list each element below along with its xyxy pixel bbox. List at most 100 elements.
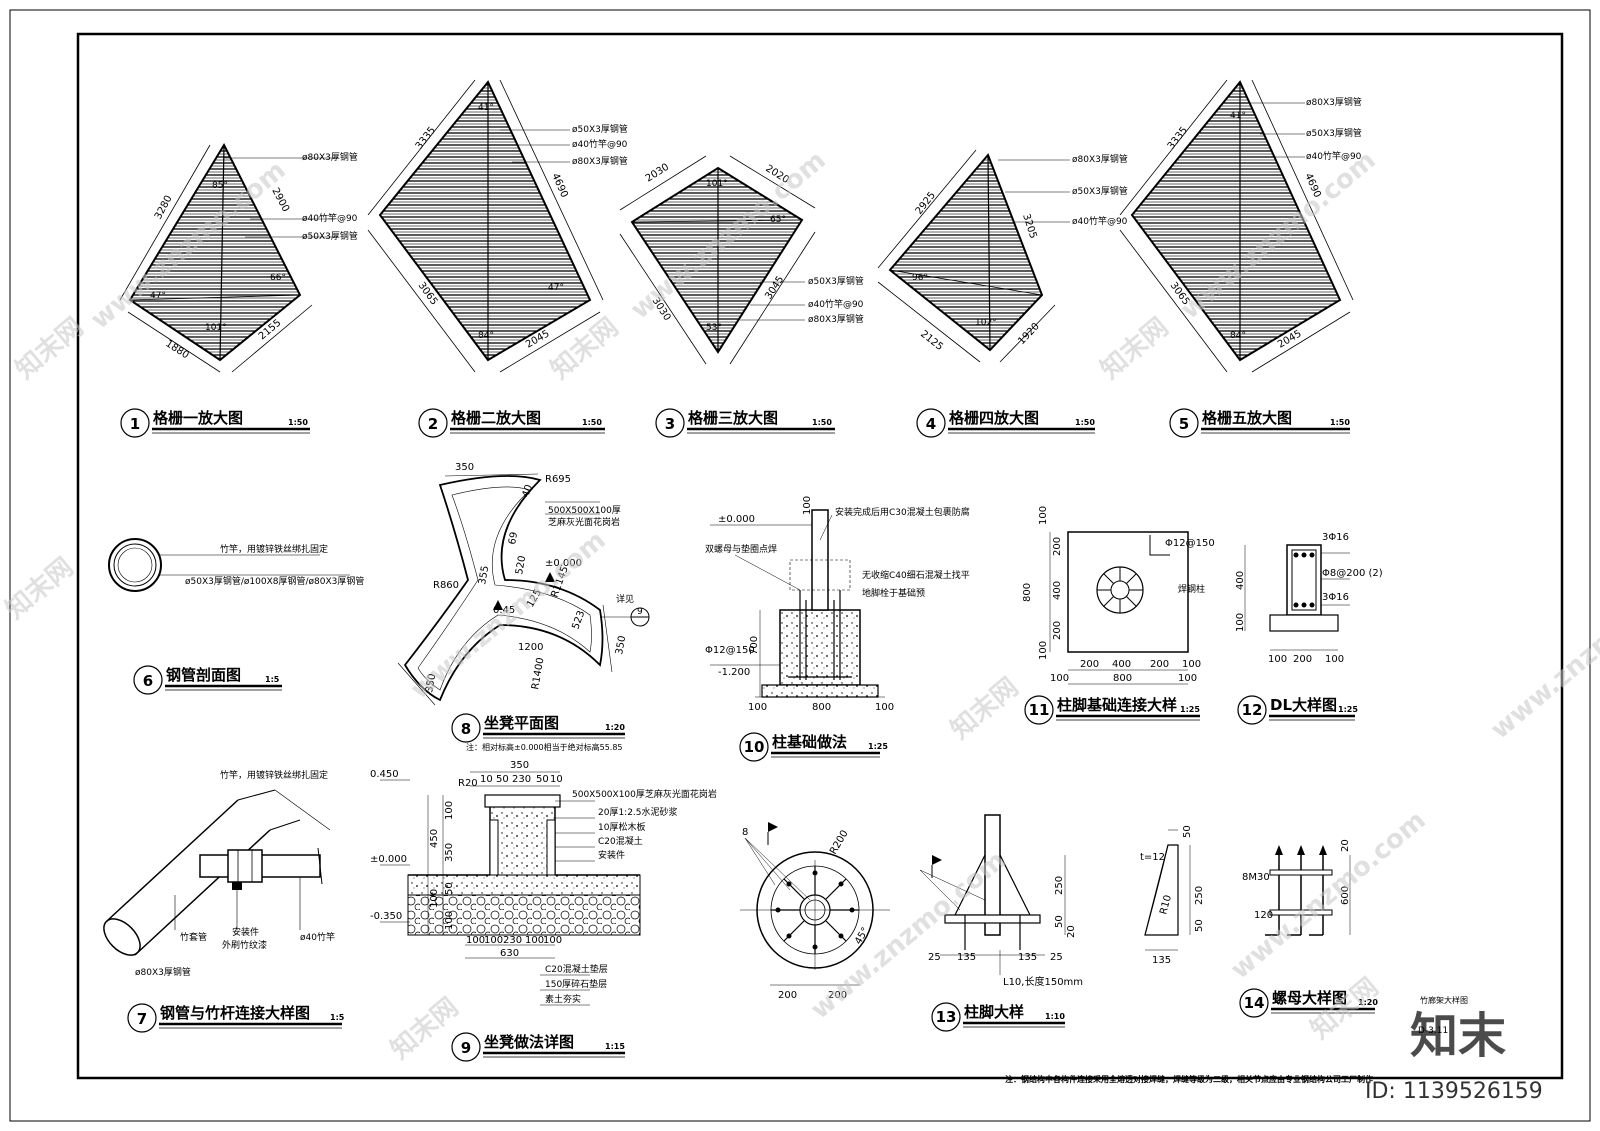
bench-section-bottom-dim-5: 100 — [543, 935, 562, 946]
base-plate-label-1: 8 — [742, 827, 748, 838]
title-4-scale: 1:50 — [1075, 418, 1095, 427]
g1-callout-3: ø50X3厚钢管 — [302, 230, 358, 242]
svg-text:10: 10 — [744, 738, 765, 756]
title-6-scale: 1:5 — [265, 675, 280, 684]
g4-callout-2: ø50X3厚钢管 — [1072, 185, 1128, 197]
bench-section-top-dim-4: 50 — [496, 774, 509, 785]
sheet-border-outer — [9, 9, 1591, 1122]
general-note: 注：钢结构中各构件连接采用全熔透对接焊缝，焊缝等级为二级，相关节点应由专业钢结构… — [1005, 1074, 1373, 1084]
bench-section-layer-top-4: C20混凝土 — [598, 835, 643, 847]
dl-dim-3: 100 — [1268, 654, 1287, 665]
title-14-text: 螺母大样图 — [1272, 989, 1347, 1007]
watermark-net-2: 知末网 — [545, 312, 624, 385]
bench-section-layer-bottom-1: C20混凝土垫层 — [545, 963, 608, 975]
svg-text:11: 11 — [1029, 701, 1050, 719]
bench-plan-dim-9: 520 — [514, 555, 528, 576]
title-11-text: 柱脚基础连接大样 — [1057, 696, 1177, 714]
g2-callout-3: ø80X3厚钢管 — [572, 155, 628, 167]
column-base-drawing: ±0.000 -1.200 Φ12@150 安装完成后用C30混凝土包裹防腐 双… — [705, 496, 970, 713]
svg-text:1: 1 — [130, 415, 140, 433]
title-2-text: 格栅二放大图 — [451, 409, 541, 427]
watermark-net-5: 知末网 — [945, 672, 1024, 745]
bench-section-left-dim-4: 100 — [429, 889, 440, 908]
base-plate-label-4: 200 — [778, 990, 797, 1001]
column-conn-label: 焊钢柱 — [1178, 583, 1205, 595]
svg-text:3: 3 — [665, 415, 675, 433]
svg-text:12: 12 — [1242, 701, 1263, 719]
g5-callout-3: ø40竹竿@90 — [1306, 150, 1362, 162]
g4-angle-a: 96° — [912, 273, 928, 283]
bench-section-bottom-dim-3: 230 — [503, 935, 522, 946]
nut-label-2: 8M30 — [1242, 872, 1270, 883]
column-conn-dim-3: 400 — [1052, 581, 1063, 600]
g1-angle-c: 101° — [205, 323, 227, 333]
bench-plan-dim-13: 0.45 — [493, 605, 515, 616]
dl-dim-5: 100 — [1325, 654, 1344, 665]
column-base-note-3: 无收缩C40细石混凝土找平 — [862, 569, 970, 581]
pipe-bamboo-label-3: 安装件 — [232, 926, 259, 938]
g1-callout-2: ø40竹竿@90 — [302, 212, 358, 224]
bench-plan-dim-14: 1200 — [518, 642, 543, 653]
title-2-scale: 1:50 — [582, 418, 602, 427]
watermark-net-4: 知末网 — [0, 552, 79, 625]
dl-dim-1: 400 — [1235, 571, 1246, 590]
bench-section-bottom-dim-1: 100 — [466, 935, 485, 946]
g1-angle-a: 85° — [212, 181, 228, 191]
bench-section-layer-top-2: 20厚1:2.5水泥砂浆 — [598, 806, 678, 818]
svg-text:4: 4 — [926, 415, 936, 433]
base-plate-label-5: 200 — [828, 990, 847, 1001]
column-conn-dim-6: 800 — [1022, 583, 1033, 602]
title-5-text: 格栅五放大图 — [1202, 409, 1292, 427]
column-foot-label-3: 20 — [1066, 925, 1077, 938]
title-1-text: 格栅一放大图 — [153, 409, 243, 427]
svg-text:5: 5 — [1179, 415, 1189, 433]
column-conn-dim-12: 800 — [1113, 673, 1132, 684]
dl-rebar-2: Φ8@200 (2) — [1322, 568, 1383, 579]
bench-plan-dim-7: 355 — [477, 565, 491, 586]
bench-plan-dim-10: ±0.000 — [545, 558, 582, 569]
dl-rebar-1: 3Φ16 — [1322, 532, 1349, 543]
svg-text:13: 13 — [936, 1008, 957, 1026]
title-1-scale: 1:50 — [288, 418, 308, 427]
bench-plan-dim-3: 40 — [520, 483, 535, 499]
bench-section-layer-top-5: 安装件 — [598, 849, 625, 861]
bench-section-bottom-dim-2: 100 — [484, 935, 503, 946]
title-13-text: 柱脚大样 — [964, 1003, 1024, 1021]
grille-4-drawing: 2925 3205 2125 1920 96° 102° ø80X3厚钢管 ø5… — [877, 149, 1128, 363]
g2-dim-b: 4690 — [549, 172, 569, 200]
g3-callout-3: ø80X3厚钢管 — [808, 313, 864, 325]
title-9: 9 坐凳做法详图 1:15 — [451, 1032, 625, 1062]
title-3: 3 格栅三放大图 1:50 — [655, 408, 835, 438]
dl-rebar-3: 3Φ16 — [1322, 592, 1349, 603]
stiffener-label-1: 50 — [1182, 825, 1193, 838]
g4-dim-b: 3205 — [1020, 213, 1038, 241]
pipe-section-note: 竹竿，用镀锌铁丝绑扎固定 — [220, 543, 328, 555]
column-foot-label-8: L10,长度150mm — [1003, 975, 1083, 988]
bench-plan-dim-1: 350 — [455, 462, 474, 473]
g4-callout-3: ø40竹竿@90 — [1072, 215, 1128, 227]
title-12-scale: 1:25 — [1338, 705, 1358, 714]
bench-section-layer-top-1: 500X500X100厚芝麻灰光面花岗岩 — [572, 788, 717, 800]
bench-plan-dim-4: 500X500X100厚 — [548, 505, 621, 516]
column-conn-dim-7: 200 — [1080, 659, 1099, 670]
stiffener-label-2: t=12 — [1140, 852, 1165, 863]
grille-3-drawing: 2030 2020 3030 3045 101° 65° 53° ø50X3厚钢… — [619, 155, 864, 365]
stiffener-drawing: 50 t=12 250 R10 50 135 — [1140, 825, 1205, 966]
title-9-scale: 1:15 — [605, 1042, 625, 1051]
column-base-dim-4: 800 — [812, 702, 831, 713]
pipe-bamboo-drawing: 竹竿，用镀锌铁丝绑扎固定 竹套管 安装件 外刷竹纹漆 ø40竹竿 ø80X3厚钢… — [103, 769, 335, 978]
bench-section-top-dim-5: 230 — [512, 774, 531, 785]
bench-plan-dim-5: 芝麻灰光面花岗岩 — [548, 516, 620, 528]
pipe-bamboo-label-1: 竹竿，用镀锌铁丝绑扎固定 — [220, 769, 328, 781]
g4-dim-c: 2125 — [918, 329, 945, 353]
title-14-scale: 1:20 — [1358, 998, 1378, 1007]
bench-section-level-2: ±0.000 — [370, 854, 407, 865]
column-conn-dim-2: 200 — [1052, 537, 1063, 556]
g3-angle-b: 65° — [770, 215, 786, 225]
column-conn-dim-1: 100 — [1038, 506, 1049, 525]
sheet-border-inner — [76, 32, 1564, 1080]
bench-plan-dim-16: 350 — [614, 635, 628, 656]
pipe-bamboo-label-5: ø40竹竿 — [300, 931, 335, 943]
title-block-name: 竹廊架大样图 — [1420, 995, 1468, 1005]
